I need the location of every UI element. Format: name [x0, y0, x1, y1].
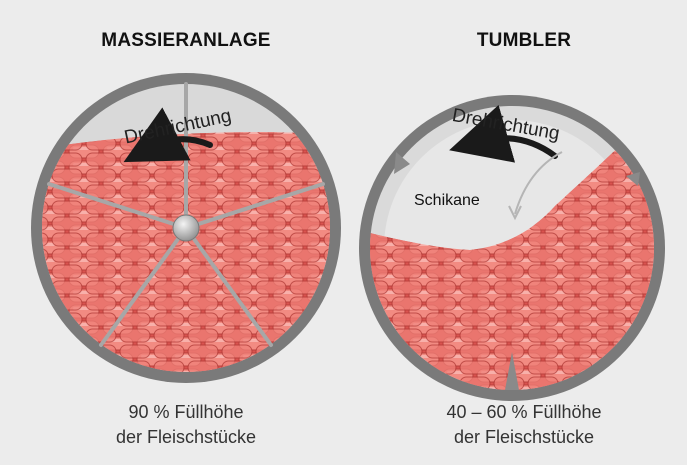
massier-caption-line2: der Fleischstücke [56, 425, 316, 450]
tumbler-caption: 40 – 60 % Füllhöhe der Fleischstücke [394, 400, 654, 450]
tumbler-drum: Drehrichtung Schikane [359, 95, 665, 401]
tumbler-caption-line1: 40 – 60 % Füllhöhe [394, 400, 654, 425]
massier-drum: Drehrichtung [30, 73, 345, 383]
tumbler-caption-line2: der Fleischstücke [394, 425, 654, 450]
baffle-label: Schikane [414, 192, 480, 209]
massier-caption-line1: 90 % Füllhöhe [56, 400, 316, 425]
massier-hub [173, 215, 199, 241]
massier-caption: 90 % Füllhöhe der Fleischstücke [56, 400, 316, 450]
